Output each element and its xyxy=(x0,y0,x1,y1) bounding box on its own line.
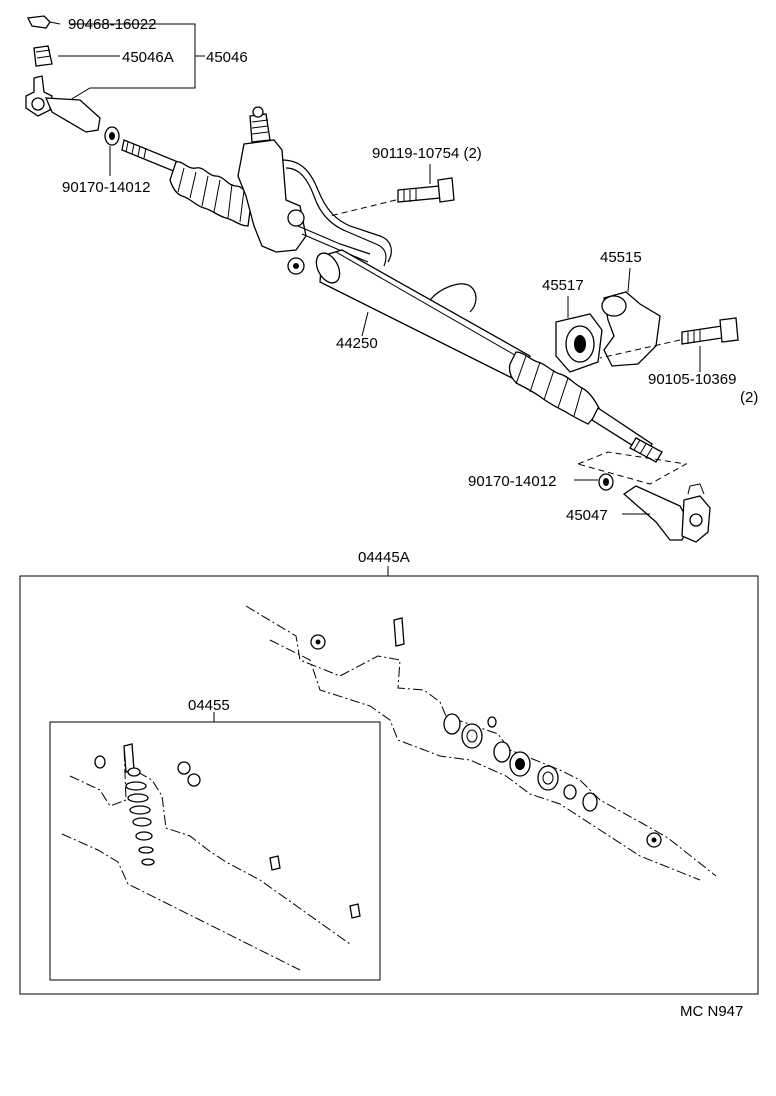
grommet-45517-icon xyxy=(555,313,603,373)
label-90170-14012-bottom: 90170-14012 xyxy=(468,473,556,490)
tie-rod-end-callout xyxy=(27,15,205,101)
bolt-90119-icon xyxy=(397,177,455,203)
castle-nut-icon xyxy=(33,45,53,67)
left-tie-rod-end xyxy=(25,75,101,133)
right-tie-rod-end xyxy=(622,483,711,543)
label-45046: 45046 xyxy=(206,49,248,66)
seal-rings-group xyxy=(443,713,598,812)
label-45515: 45515 xyxy=(600,249,642,266)
cotter-pin-icon xyxy=(27,15,61,29)
label-45047: 45047 xyxy=(566,507,608,524)
label-90119-10754: 90119-10754 (2) xyxy=(372,145,482,162)
gasket-kit-box xyxy=(19,575,759,995)
lock-nut-left-icon xyxy=(104,126,120,146)
sub-kit-outline xyxy=(61,743,351,971)
label-90105-qty: (2) xyxy=(740,389,758,406)
lock-nut-right-icon xyxy=(598,473,614,491)
label-45046a: 45046A xyxy=(122,49,174,66)
diagram-code: MC N947 xyxy=(680,1003,743,1020)
gasket-kit-outline xyxy=(245,605,717,881)
label-04455: 04455 xyxy=(188,697,230,714)
sub-kit-seals-group xyxy=(94,755,361,919)
label-90468-16022: 90468-16022 xyxy=(68,16,156,33)
label-44250: 44250 xyxy=(336,335,378,352)
bolt-90105-icon xyxy=(681,317,739,345)
sub-kit-box xyxy=(49,721,381,981)
bracket-45515-icon xyxy=(601,291,661,367)
label-90170-14012-top: 90170-14012 xyxy=(62,179,150,196)
steering-rack-assembly xyxy=(121,106,663,463)
label-04445a: 04445A xyxy=(358,549,410,566)
label-90105-10369: 90105-10369 xyxy=(648,371,736,388)
label-45517: 45517 xyxy=(542,277,584,294)
